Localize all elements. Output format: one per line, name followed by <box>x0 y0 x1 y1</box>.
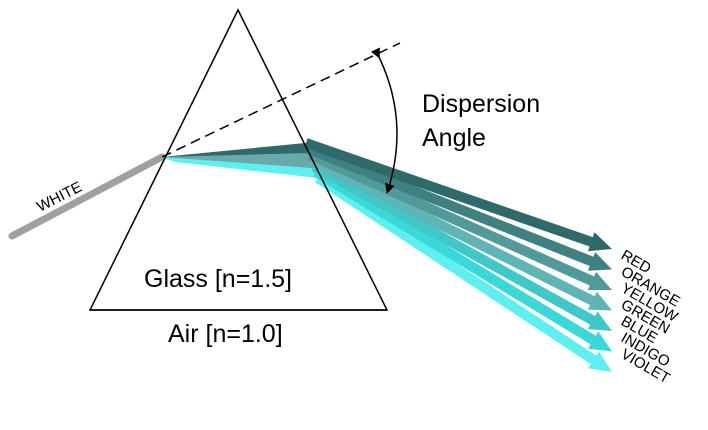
dispersion-label-line1: Dispersion <box>422 90 540 118</box>
dispersion-angle-arc <box>370 47 398 194</box>
dispersion-label-line2: Angle <box>422 124 486 152</box>
beam-violet <box>315 173 612 372</box>
undeviated-ray <box>161 42 401 158</box>
beam-green <box>309 156 612 311</box>
dispersed-beams <box>304 138 612 372</box>
glass-label: Glass [n=1.5] <box>144 265 292 293</box>
white-beam <box>8 153 166 240</box>
glass-beam-violet-edge <box>162 157 318 178</box>
air-label: Air [n=1.0] <box>168 320 283 348</box>
glass-beam-red-edge <box>162 143 308 157</box>
beam-blue <box>311 162 612 331</box>
beam-indigo <box>313 167 612 352</box>
